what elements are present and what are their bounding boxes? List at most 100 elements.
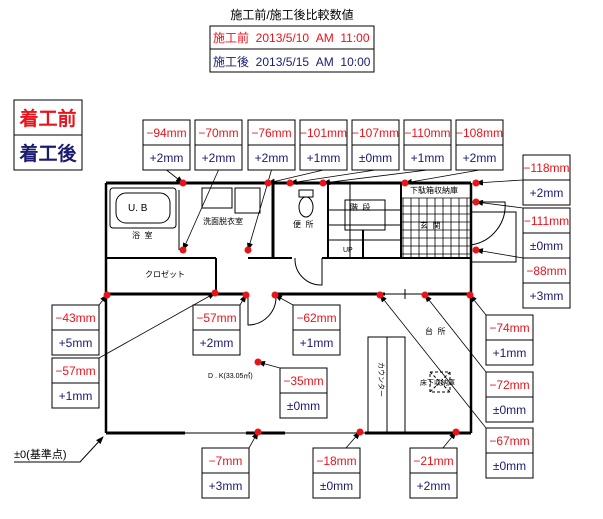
measurement-label: −57mm +2mm	[192, 304, 241, 356]
after-value: +2mm	[200, 336, 234, 350]
after-value: ±0mm	[287, 399, 320, 413]
measurement-point	[356, 428, 364, 436]
before-value: −111mm	[524, 214, 569, 228]
after-value: +2mm	[530, 186, 564, 200]
measurement-label: −107mm ±0mm	[351, 119, 400, 171]
after-value: ±0mm	[320, 479, 353, 493]
measurement-point	[376, 291, 384, 299]
room-ub: U. B	[128, 203, 148, 214]
leader-line	[469, 294, 487, 316]
before-value: −76mm	[251, 126, 291, 140]
before-value: −118mm	[523, 161, 569, 175]
after-value: +3mm	[209, 479, 243, 493]
measurement-point	[179, 246, 187, 254]
measurement-point	[244, 246, 252, 254]
toilet	[298, 196, 314, 218]
measurement-label: −62mm+1mm	[292, 304, 341, 356]
measurement-label: −110mm+1mm	[403, 119, 452, 171]
before-date: 施工前 2013/5/10 AM 11:00	[213, 30, 370, 45]
measurement-label: −67mm±0mm	[485, 427, 534, 479]
after-value: ±0mm	[359, 151, 392, 165]
leader-line	[404, 169, 480, 185]
entrance-tiles	[401, 197, 471, 258]
before-value: −35mm	[283, 374, 323, 388]
measurement-point	[211, 289, 219, 297]
after-date: 施工後 2013/5/15 AM 10:00	[213, 55, 371, 69]
before-value: −110mm	[404, 126, 450, 140]
measurement-label: −94mm +2mm	[142, 119, 191, 171]
diagram-title: 施工前/施工後比較数値	[230, 7, 353, 22]
measurement-label: −7mm +3mm	[201, 447, 250, 499]
leader-line	[182, 169, 219, 251]
label-counter: カウンター	[377, 362, 386, 397]
after-value: +2mm	[417, 479, 451, 493]
leader-line	[475, 179, 524, 186]
label-underfloor: 床下収納庫	[420, 378, 455, 387]
after-value: ±0mm	[493, 403, 526, 417]
measurement-point	[242, 291, 250, 299]
measurement-label: −111mm ±0mm	[522, 207, 571, 259]
reference-label: ±0(基準点)	[14, 447, 66, 461]
measurement-point	[472, 198, 480, 206]
measurement-label: −70mm +2mm	[194, 119, 243, 171]
after-value: ±0mm	[493, 459, 526, 473]
after-value: +2mm	[150, 151, 184, 165]
leader-line	[166, 169, 184, 184]
measurement-point	[286, 179, 294, 187]
after-value: +3mm	[530, 289, 564, 303]
measurement-label: −118mm +2mm	[522, 154, 571, 206]
underfloor-hatch	[429, 371, 451, 393]
legend-before: 着工前	[19, 107, 76, 130]
after-value: +2mm	[463, 151, 497, 165]
fixtures	[109, 183, 451, 434]
room-dk: D . K(33.05㎡)	[208, 372, 253, 380]
measurement-point	[401, 179, 409, 187]
leader-line	[98, 292, 216, 359]
measurement-point	[319, 179, 327, 187]
after-value: +2mm	[255, 151, 289, 165]
measurement-point	[472, 246, 480, 254]
measurement-point	[472, 179, 480, 187]
leader-line	[475, 248, 524, 259]
before-value: −72mm	[489, 378, 529, 392]
room-entrance: 玄 関	[420, 220, 440, 230]
before-value: −101mm	[300, 126, 347, 140]
before-value: −57mm	[196, 311, 236, 325]
room-kitchen: 台 所	[425, 326, 445, 336]
room-closet: クロゼット	[145, 269, 185, 279]
after-value: +1mm	[59, 389, 93, 403]
measurement-point	[103, 291, 111, 299]
room-shoe-storage: 下駄箱収納庫	[410, 185, 458, 195]
measurement-label: −108mm+2mm	[455, 119, 504, 171]
measurement-point	[271, 291, 279, 299]
after-value: ±0mm	[530, 239, 563, 253]
leader-line	[257, 360, 281, 369]
leader-line	[322, 169, 428, 186]
legend: 着工前 着工後	[13, 99, 83, 171]
before-value: −43mm	[55, 311, 95, 325]
measurement-label: −35mm ±0mm	[279, 367, 328, 419]
measurement-label: −57mm+1mm	[51, 357, 100, 409]
legend-after: 着工後	[19, 142, 77, 165]
before-value: −94mm	[146, 126, 186, 140]
leader-line	[475, 199, 524, 209]
after-value: +2mm	[202, 151, 236, 165]
before-value: −107mm	[352, 126, 399, 140]
measurement-label: −88mm +3mm	[522, 257, 571, 309]
measurement-point	[452, 428, 460, 436]
measurement-label: −101mm +1mm	[299, 119, 348, 171]
washbasin	[201, 187, 233, 209]
room-bath: 浴 室	[132, 230, 152, 240]
leader-line	[424, 294, 487, 373]
before-value: −7mm	[209, 454, 243, 468]
leader-line	[345, 431, 361, 449]
leader-line	[289, 169, 376, 185]
before-value: −88mm	[526, 264, 566, 278]
measurement-label: −76mm +2mm	[247, 119, 296, 171]
before-value: −70mm	[198, 126, 238, 140]
washer	[234, 187, 261, 214]
after-value: +1mm	[307, 151, 341, 165]
after-value: +5mm	[59, 336, 93, 350]
stairs-box	[344, 199, 386, 231]
measurement-point	[421, 291, 429, 299]
